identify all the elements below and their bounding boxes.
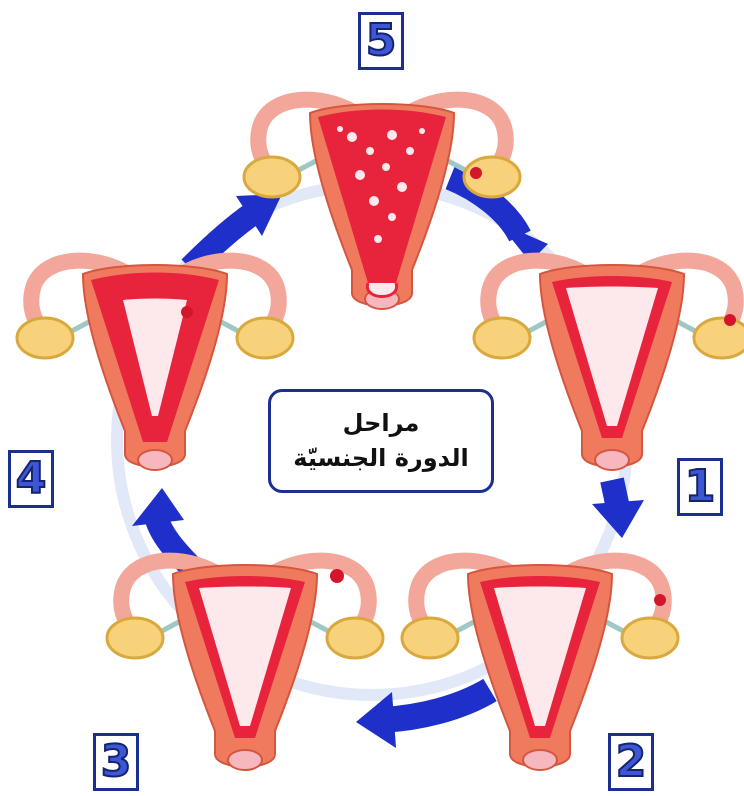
uterus-stage-1 bbox=[474, 261, 744, 470]
stage-badge-2: 2 bbox=[608, 733, 654, 791]
uterus-stage-3 bbox=[107, 561, 383, 770]
stage-badge-4: 4 bbox=[8, 450, 54, 508]
egg-stage-4 bbox=[181, 306, 193, 318]
stage-badge-5: 5 bbox=[358, 12, 404, 70]
diagram-title: مراحل الدورة الجنسيّة bbox=[268, 389, 494, 493]
egg-stage-2 bbox=[654, 594, 666, 606]
egg-stage-1 bbox=[724, 314, 736, 326]
arrow-1-to-2 bbox=[592, 480, 644, 538]
egg-stage-3 bbox=[330, 569, 344, 583]
egg-stage-5 bbox=[470, 167, 482, 179]
stage-badge-1: 1 bbox=[677, 458, 723, 516]
title-line-1: مراحل bbox=[343, 406, 420, 441]
stage-badge-3: 3 bbox=[93, 733, 139, 791]
uterus-stage-4 bbox=[17, 261, 293, 470]
title-line-2: الدورة الجنسيّة bbox=[293, 441, 468, 476]
